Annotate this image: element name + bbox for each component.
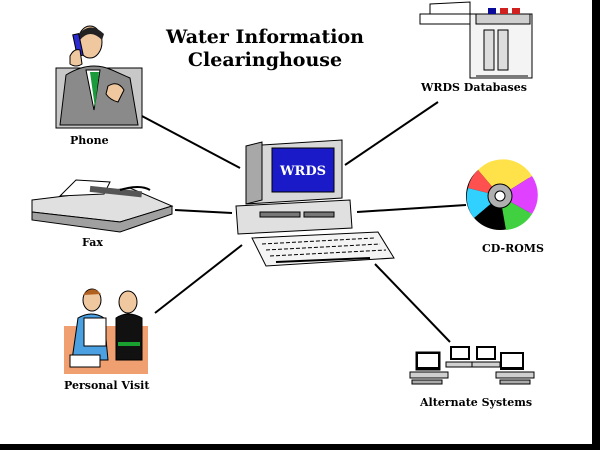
cd-rom-icon <box>466 159 538 230</box>
label-alternate-systems: Alternate Systems <box>420 396 533 409</box>
connector-phone <box>139 114 241 169</box>
label-wrds-databases: WRDS Databases <box>421 81 527 94</box>
connector-fax <box>174 209 233 214</box>
workstation-icon <box>495 352 535 385</box>
workstation-icon <box>445 346 475 368</box>
label-fax: Fax <box>82 236 103 249</box>
workstation-icon <box>471 346 501 368</box>
connector-personal-visit <box>154 244 243 314</box>
workstation-icon <box>409 351 449 385</box>
fax-machine-icon <box>31 179 174 233</box>
diagram-graphics: WRDS <box>31 1 538 385</box>
connector-cd-roms <box>356 204 467 213</box>
label-phone: Phone <box>70 134 109 147</box>
title-line-1: Water Information <box>166 26 364 48</box>
wrds-computer-icon: WRDS <box>235 139 395 267</box>
label-cd-roms: CD-ROMS <box>482 242 544 255</box>
connector-wrds-databases <box>344 101 439 166</box>
alternate-systems-icon <box>409 346 535 385</box>
diagram-title: Water Information Clearinghouse <box>150 26 380 72</box>
wrds-monitor-screen <box>271 147 335 193</box>
diagram-canvas: WRDS Water Information Clearinghouse Pho… <box>0 0 592 444</box>
personal-visit-icon <box>64 288 148 374</box>
label-personal-visit: Personal Visit <box>64 379 150 392</box>
connector-alternate-systems <box>374 263 451 343</box>
title-line-2: Clearinghouse <box>187 49 343 71</box>
wrds-databases-icon <box>419 1 533 79</box>
wrds-monitor-label: WRDS <box>279 164 326 179</box>
phone-man-icon <box>55 25 143 129</box>
